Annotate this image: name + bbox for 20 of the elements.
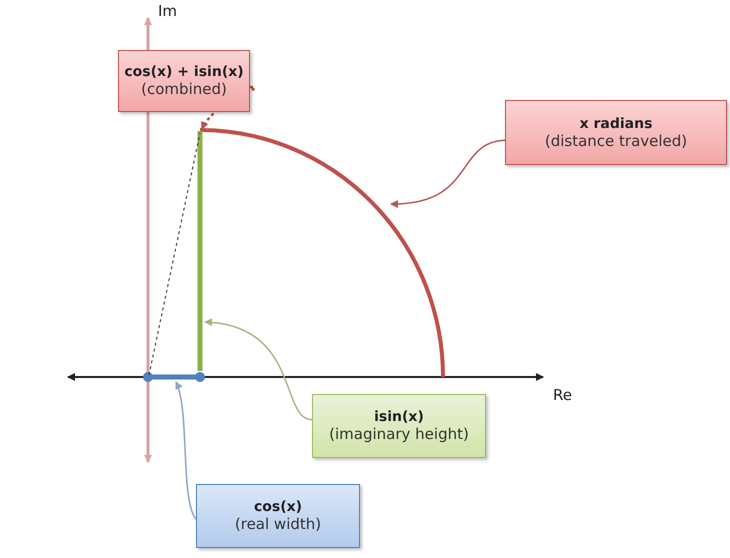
axis-label: Re (553, 386, 572, 404)
axis-label: Im (158, 2, 178, 20)
callout-heading: cos(x) + isin(x) (124, 64, 244, 80)
leader-arrow (174, 381, 197, 520)
dotted-line (148, 132, 200, 376)
callout-heading: x radians (580, 116, 652, 132)
callout-text: (distance traveled) (544, 132, 688, 150)
callout-heading: cos(x) (254, 499, 302, 515)
callout-text: (real width) (234, 515, 322, 533)
callout-box (196, 484, 360, 548)
quarter-arc (200, 128, 445, 378)
callout-box (312, 394, 486, 458)
horizontal-segment (143, 372, 205, 382)
callout-text: (imaginary height) (329, 425, 469, 443)
callout-box (505, 100, 727, 165)
callout-text: (combined) (141, 80, 227, 98)
callout-box (118, 50, 250, 112)
leader-arrow (204, 318, 312, 420)
leader-arrow (390, 140, 506, 208)
callout-heading: isin(x) (374, 409, 424, 425)
